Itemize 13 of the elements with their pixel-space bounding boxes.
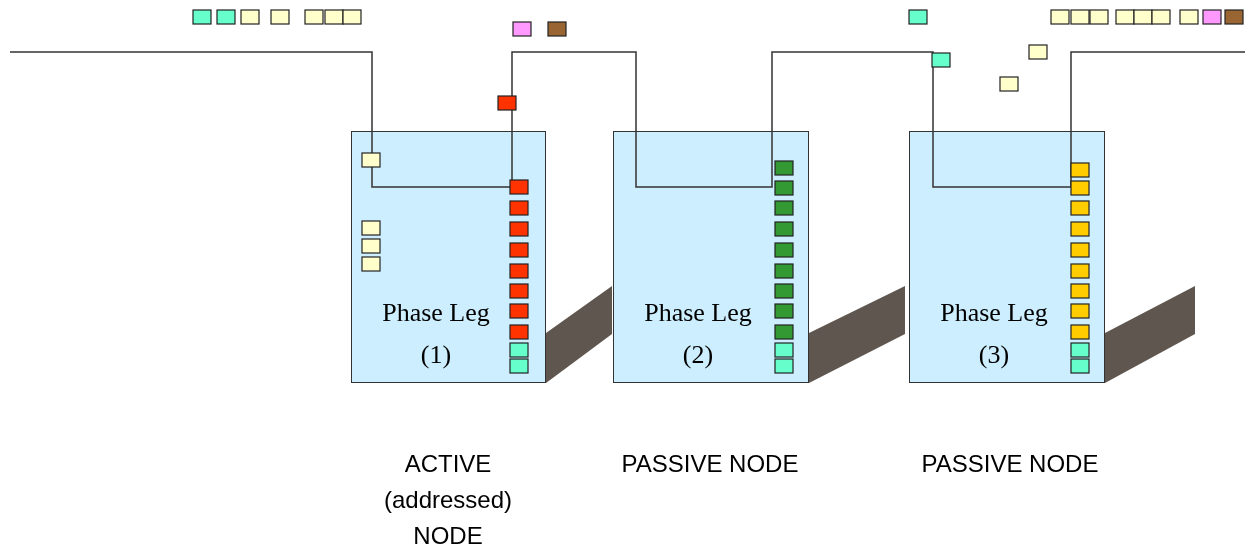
connector-line [9, 51, 373, 132]
node-box [909, 131, 1105, 383]
node-box [351, 131, 546, 383]
connector-line [511, 51, 637, 132]
connector-line [1070, 51, 1246, 132]
node-label: Phase Leg (2) [643, 297, 753, 371]
node-caption: ACTIVE (addressed) NODE [382, 449, 514, 548]
node-box [613, 131, 809, 383]
connector-line [771, 51, 934, 132]
node-label: Phase Leg (1) [381, 297, 491, 371]
node-caption: PASSIVE NODE [620, 449, 800, 479]
node-caption: PASSIVE NODE [920, 449, 1100, 479]
node-label: Phase Leg (3) [939, 297, 1049, 371]
